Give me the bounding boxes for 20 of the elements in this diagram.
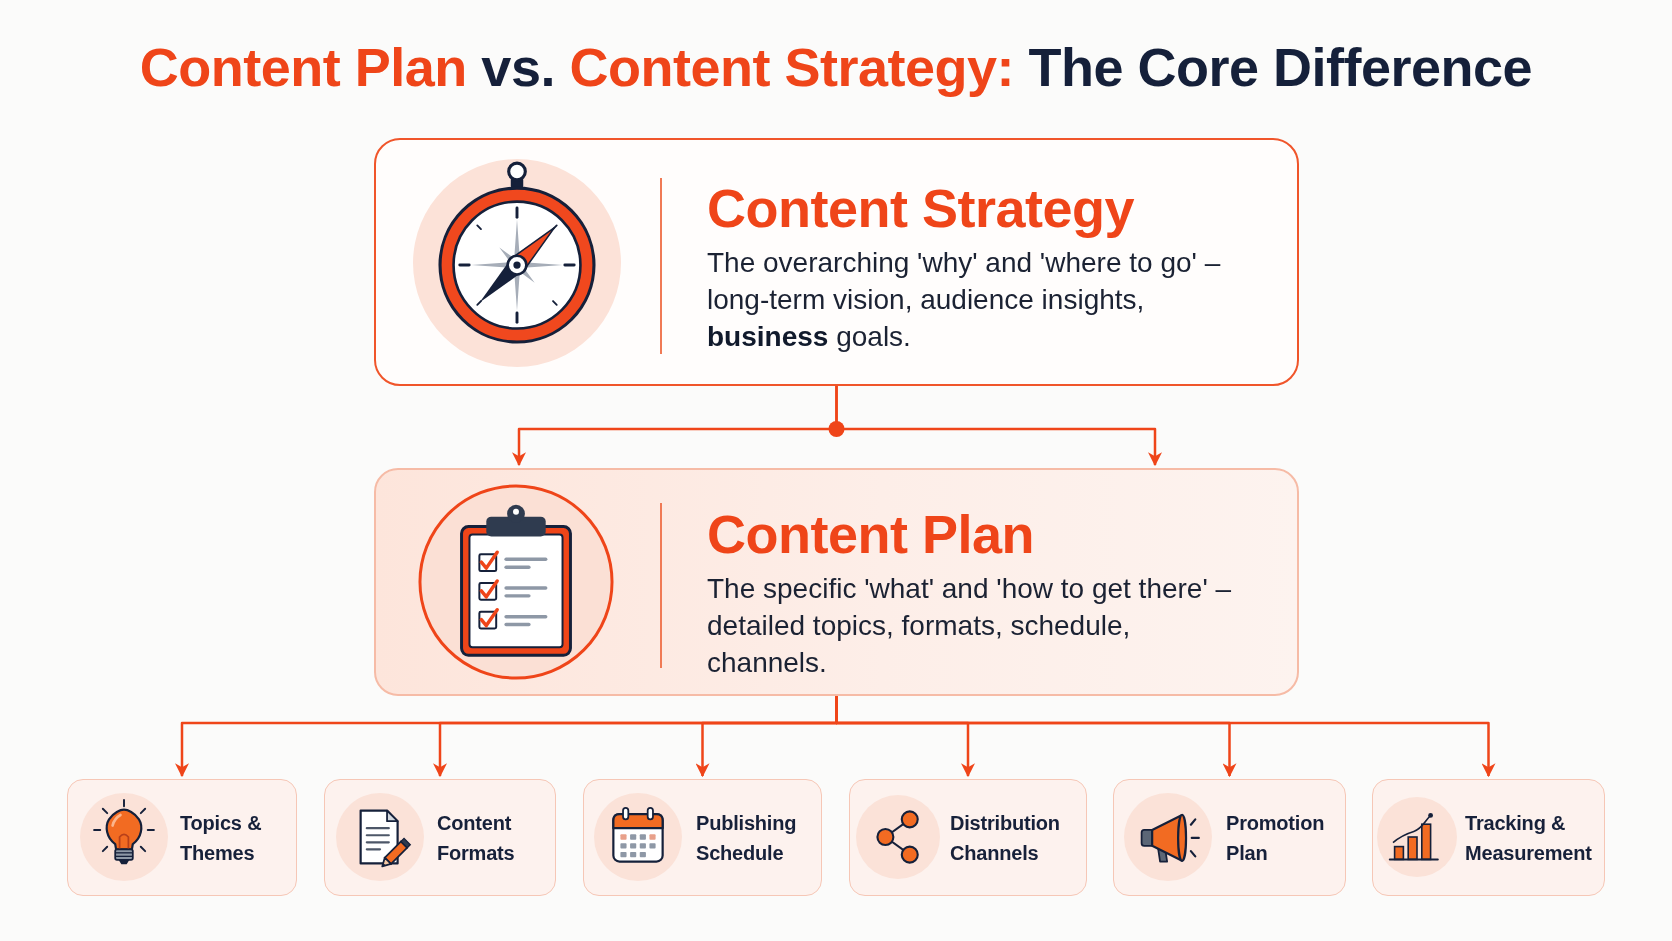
category-card	[849, 779, 1087, 896]
description: The specific 'what' and 'how to get there' – detailed topics, formats, schedule, channels.	[707, 572, 1233, 680]
arrow	[835, 386, 1162, 467]
card-label: Distribution Channels	[950, 811, 1061, 866]
category-card	[67, 779, 297, 896]
category-card	[1113, 779, 1346, 896]
heading: Content Plan	[707, 505, 1035, 564]
content-card	[374, 468, 1299, 696]
card-label: Topics & Themes	[180, 811, 263, 866]
category-card	[324, 779, 556, 896]
card-label: Promotion Plan	[1226, 811, 1326, 866]
description: The overarching 'why' and 'where to go' – long-term vision, audience insights, business goals.	[707, 246, 1222, 354]
category-card	[1372, 779, 1605, 896]
heading: Content Strategy	[707, 179, 1136, 238]
card-label: Content Formats	[437, 811, 516, 866]
card-label: Tracking & Measurement	[1465, 811, 1593, 866]
category-card	[583, 779, 822, 896]
card-label: Publishing Schedule	[696, 811, 798, 866]
title: Content Plan vs. Content Strategy: The Core Difference	[139, 36, 1533, 98]
content-card	[374, 138, 1299, 386]
